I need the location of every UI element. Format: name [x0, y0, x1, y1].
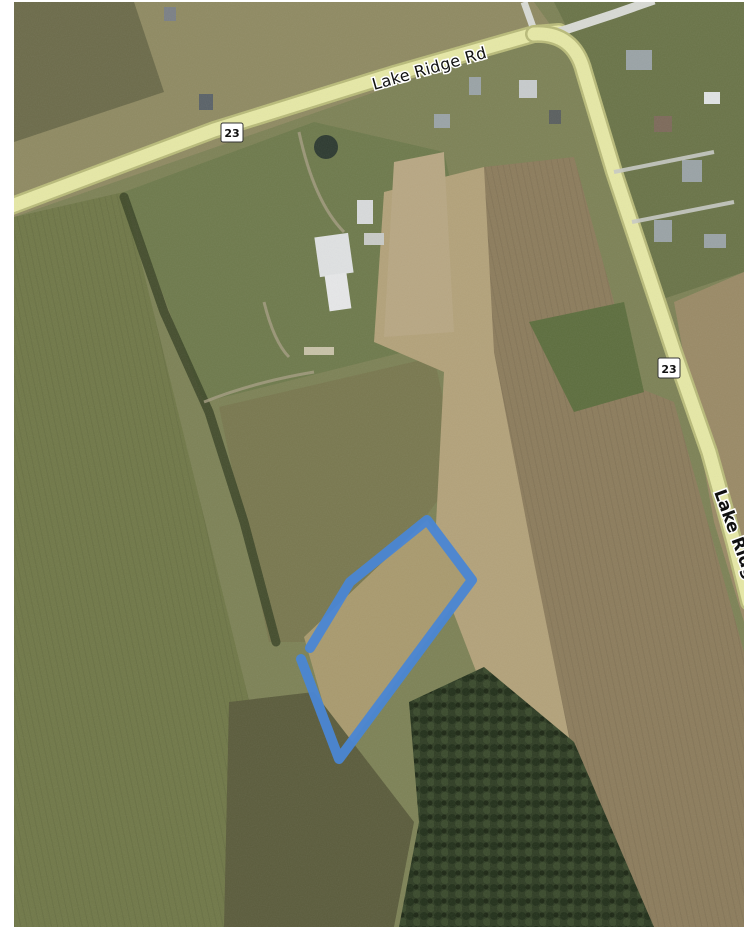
tree-line	[119, 192, 281, 647]
route-shield-23-east: 23	[657, 357, 681, 379]
side-road-ne[interactable]	[557, 2, 656, 37]
central-field	[219, 357, 459, 642]
imagery-grain	[14, 2, 744, 927]
farm-buildings	[304, 135, 384, 355]
fallow-strip-north	[384, 152, 454, 337]
map-canvas: 23 23 Lake Ridge Rd Lake Ridg	[14, 2, 744, 927]
route-shield-label: 23	[661, 363, 676, 376]
property-boundary[interactable]	[296, 515, 477, 764]
satellite-map[interactable]: 23 23 Lake Ridge Rd Lake Ridg	[14, 2, 744, 927]
side-street[interactable]	[613, 150, 735, 224]
route-shield-23-west: 23	[220, 122, 244, 143]
house-lot	[529, 302, 644, 412]
farm-track	[203, 131, 346, 404]
route-shield-label: 23	[224, 127, 239, 140]
residential-area	[554, 2, 744, 302]
north-field-dark	[14, 2, 164, 142]
forest	[399, 667, 654, 927]
south-scrub	[224, 692, 414, 927]
west-field-rows	[14, 192, 274, 927]
parcel-interior	[304, 520, 472, 759]
